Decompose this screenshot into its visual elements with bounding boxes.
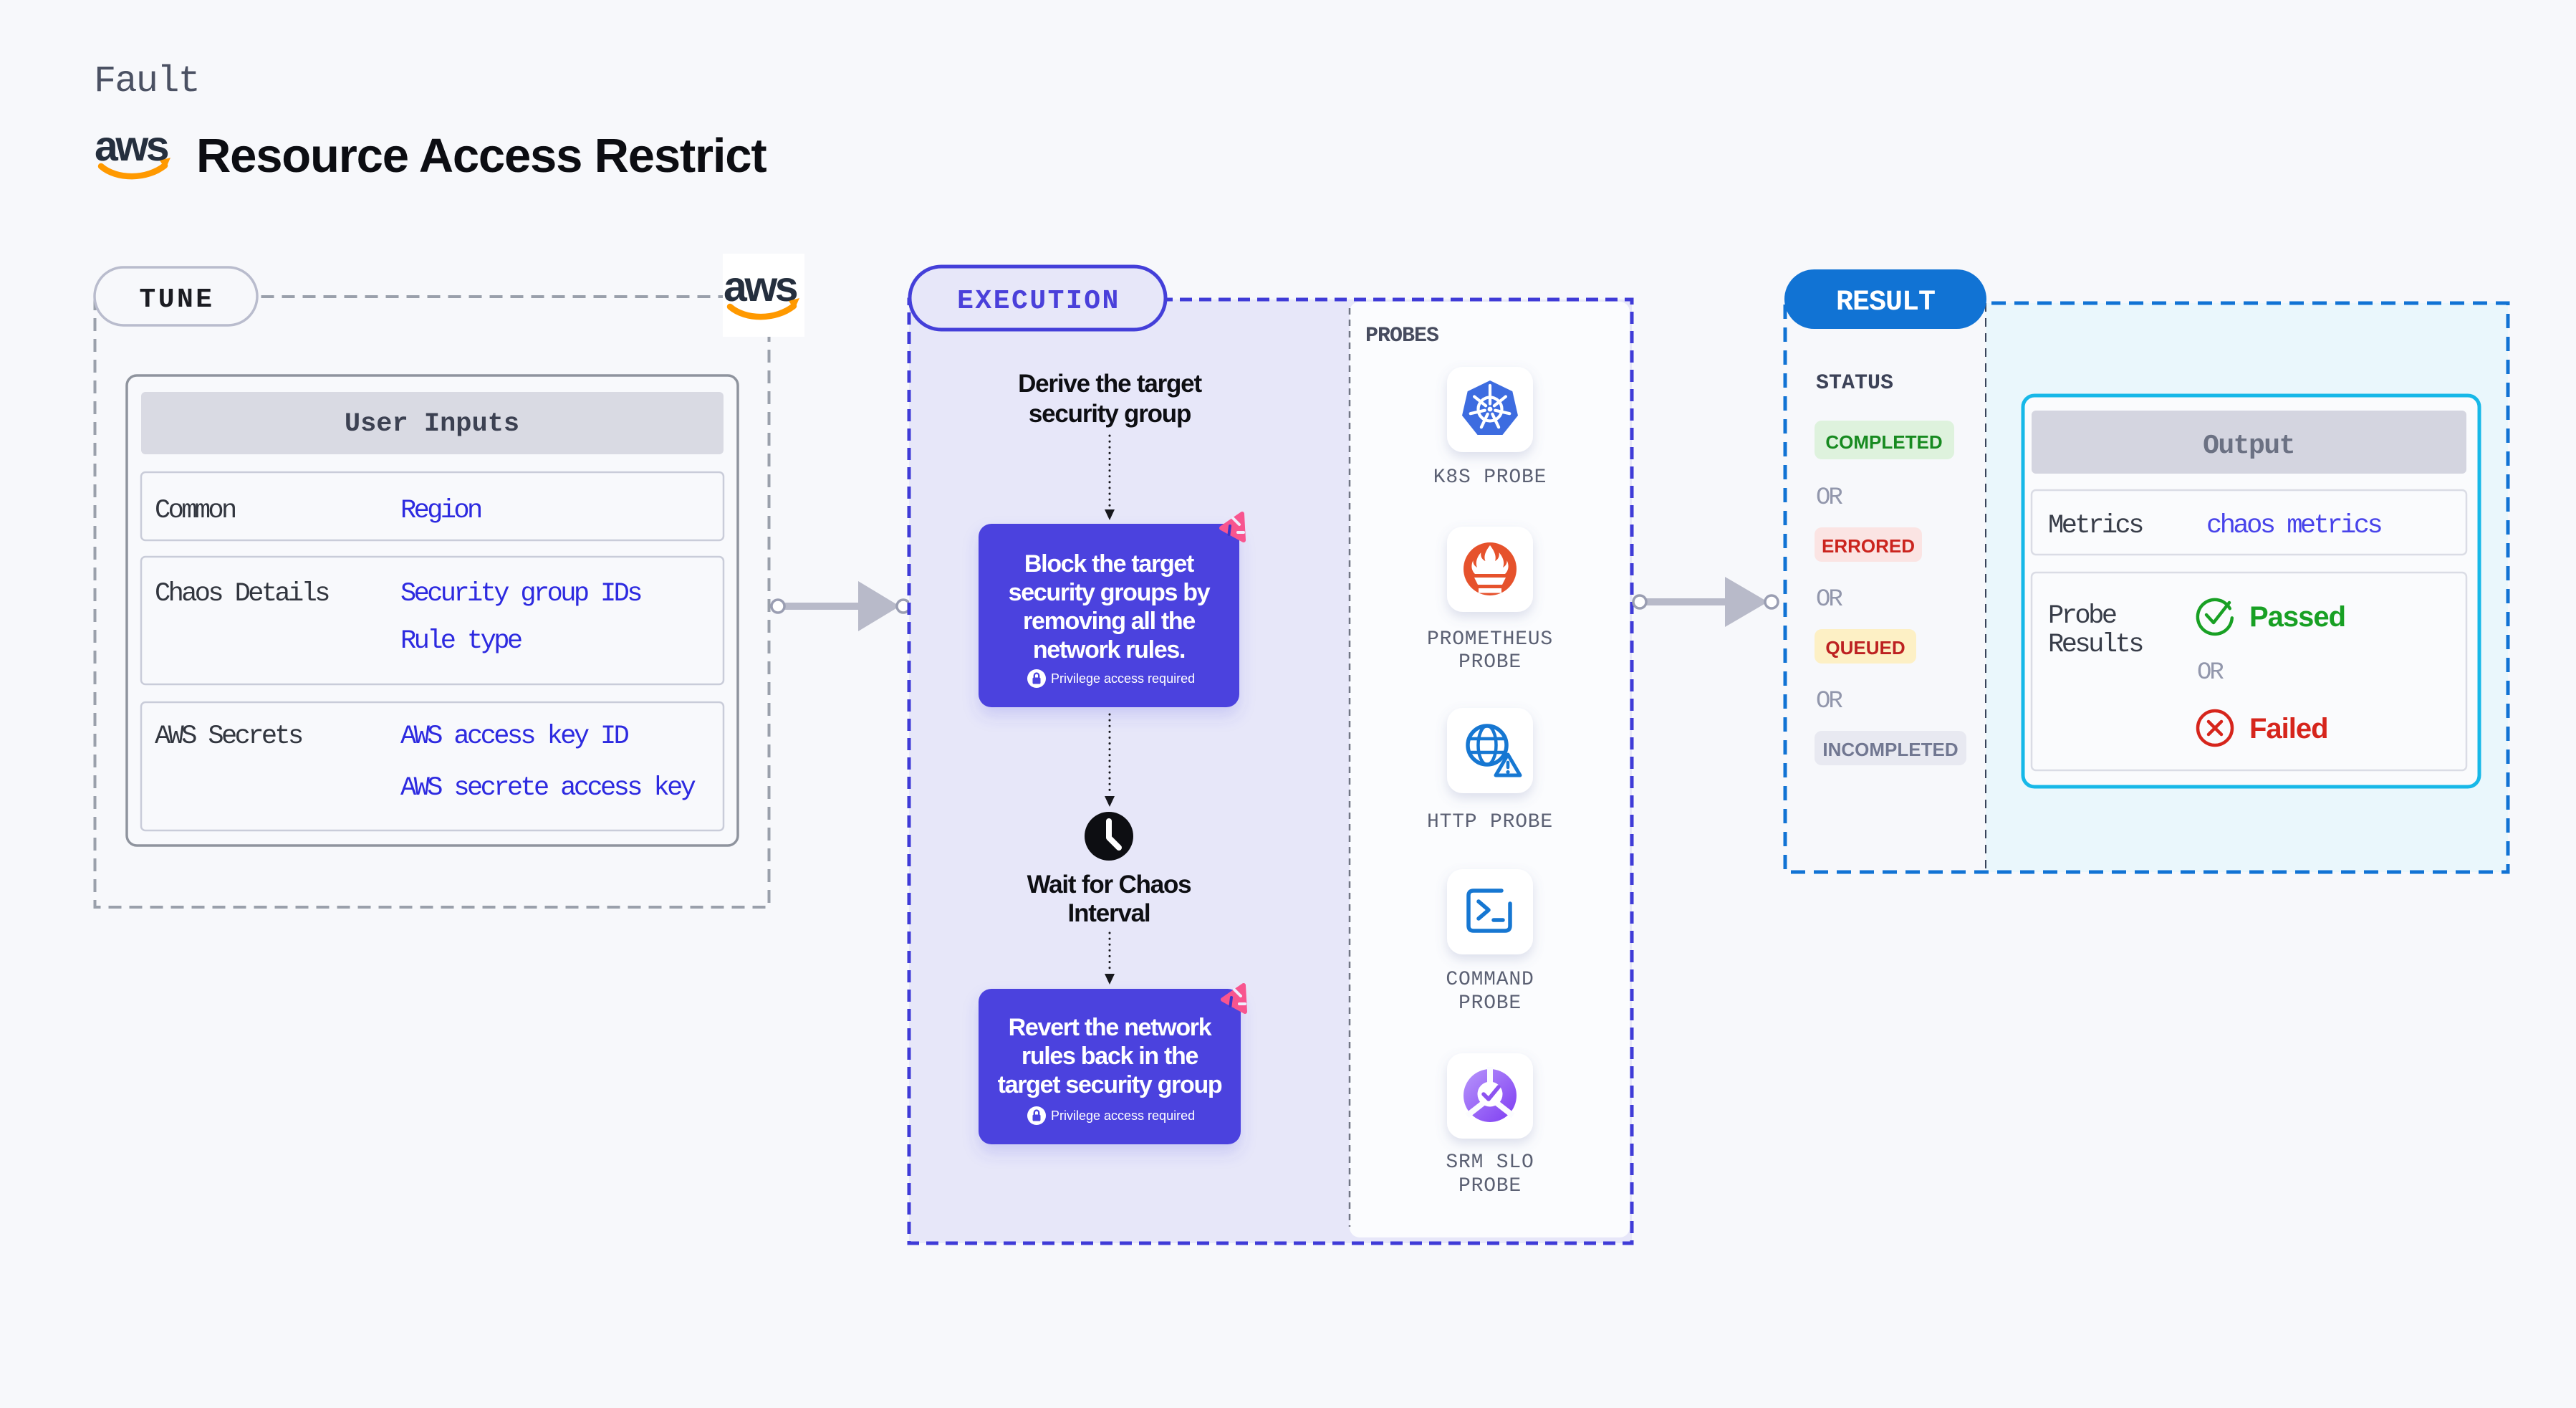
svg-text:AWS secrete access key: AWS secrete access key xyxy=(400,773,696,803)
svg-text:OR: OR xyxy=(1816,586,1842,613)
svg-text:chaos metrics: chaos metrics xyxy=(2206,511,2381,541)
svg-text:Common: Common xyxy=(155,496,235,526)
svg-text:AWS access key ID: AWS access key ID xyxy=(400,722,629,752)
svg-text:Rule type: Rule type xyxy=(400,626,522,656)
svg-text:Passed: Passed xyxy=(2249,601,2345,633)
svg-text:HTTP PROBE: HTTP PROBE xyxy=(1427,811,1553,833)
svg-text:Region: Region xyxy=(400,496,481,526)
svg-text:Chaos Details: Chaos Details xyxy=(155,579,329,609)
svg-text:COMMAND: COMMAND xyxy=(1446,969,1534,991)
svg-text:PROMETHEUS: PROMETHEUS xyxy=(1427,628,1553,651)
svg-text:INCOMPLETED: INCOMPLETED xyxy=(1822,739,1958,760)
svg-text:PROBES: PROBES xyxy=(1365,324,1439,348)
svg-text:Interval: Interval xyxy=(1068,899,1150,927)
svg-text:network rules.: network rules. xyxy=(1033,636,1185,664)
svg-text:EXECUTION: EXECUTION xyxy=(957,286,1120,317)
svg-text:RESULT: RESULT xyxy=(1836,287,1935,319)
svg-text:PROBE: PROBE xyxy=(1458,1175,1522,1197)
svg-text:COMPLETED: COMPLETED xyxy=(1825,431,1942,453)
svg-text:Wait for Chaos: Wait for Chaos xyxy=(1027,871,1192,899)
svg-text:TUNE: TUNE xyxy=(139,284,214,315)
svg-text:Output: Output xyxy=(2203,431,2294,461)
svg-text:security groups by: security groups by xyxy=(1009,579,1211,606)
svg-text:Probe: Probe xyxy=(2048,601,2116,631)
svg-text:Revert the network: Revert the network xyxy=(1009,1014,1212,1041)
svg-text:removing all the: removing all the xyxy=(1023,608,1195,635)
svg-text:Block the target: Block the target xyxy=(1024,550,1194,578)
svg-text:QUEUED: QUEUED xyxy=(1825,637,1905,658)
svg-text:rules back in the: rules back in the xyxy=(1022,1043,1198,1070)
svg-text:Resource Access Restrict: Resource Access Restrict xyxy=(196,129,766,183)
svg-text:OR: OR xyxy=(1816,688,1842,715)
svg-text:Security group IDs: Security group IDs xyxy=(400,579,641,609)
svg-text:Failed: Failed xyxy=(2249,713,2328,744)
svg-text:Privilege access required: Privilege access required xyxy=(1051,671,1195,686)
svg-text:Fault: Fault xyxy=(94,60,199,102)
svg-text:Privilege access required: Privilege access required xyxy=(1051,1108,1195,1123)
svg-text:security group: security group xyxy=(1029,400,1191,428)
svg-text:Derive the target: Derive the target xyxy=(1018,370,1202,398)
svg-text:K8S PROBE: K8S PROBE xyxy=(1433,466,1547,489)
svg-text:OR: OR xyxy=(1816,484,1842,512)
svg-text:PROBE: PROBE xyxy=(1458,992,1522,1015)
svg-text:OR: OR xyxy=(2197,659,2224,686)
svg-text:AWS Secrets: AWS Secrets xyxy=(155,722,302,752)
svg-text:PROBE: PROBE xyxy=(1458,651,1522,674)
svg-text:STATUS: STATUS xyxy=(1816,371,1893,396)
svg-text:ERRORED: ERRORED xyxy=(1822,535,1915,557)
svg-text:SRM SLO: SRM SLO xyxy=(1446,1151,1534,1174)
svg-text:User Inputs: User Inputs xyxy=(345,409,519,439)
svg-text:Metrics: Metrics xyxy=(2048,511,2143,541)
svg-text:target security group: target security group xyxy=(998,1071,1222,1098)
svg-text:Results: Results xyxy=(2048,630,2143,660)
